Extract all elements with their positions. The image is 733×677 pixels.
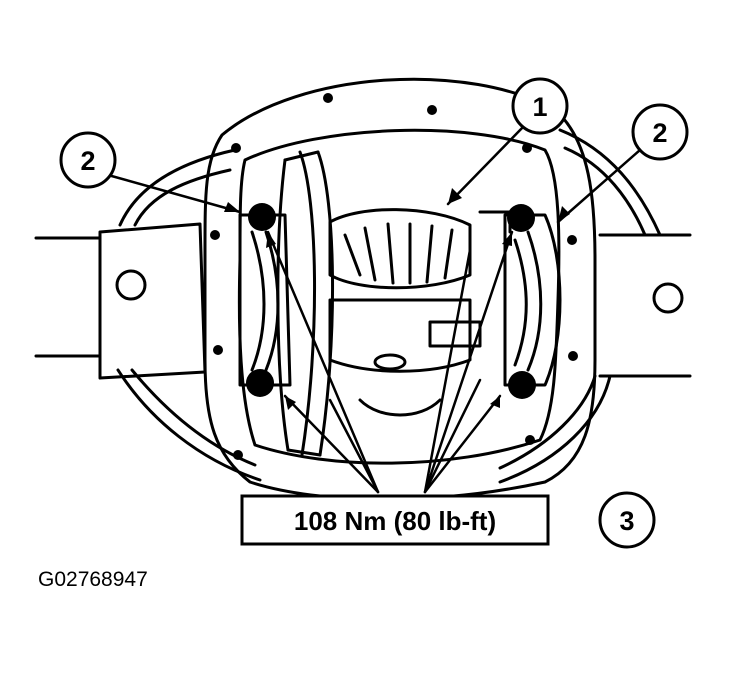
- bolt-lower-left: [246, 369, 274, 397]
- cover-bolts: [210, 93, 578, 460]
- bolt-upper-left: [248, 203, 276, 231]
- callout-2-left: 2: [59, 131, 117, 189]
- bearing-cap-left: [238, 213, 292, 387]
- bearing-cap-right: [503, 213, 562, 387]
- callout-1: 1: [511, 77, 569, 135]
- callout-2-right-label: 2: [652, 118, 667, 148]
- torque-spec-label: 108 Nm (80 lb-ft): [294, 506, 496, 536]
- differential-case: [328, 208, 512, 417]
- callout-1-label: 1: [532, 92, 547, 122]
- callout-3-label: 3: [619, 506, 634, 536]
- leader-lines: [106, 123, 642, 494]
- cover-flange: [203, 77, 597, 501]
- torque-spec-box: 108 Nm (80 lb-ft): [240, 494, 550, 546]
- figure-code: G02768947: [38, 568, 148, 591]
- bearing-cap-bolts: [246, 203, 536, 399]
- axle-tube-left: [34, 222, 207, 380]
- ring-gear: [276, 150, 334, 457]
- arrow-heads: [224, 188, 570, 410]
- housing-outer: [116, 128, 662, 484]
- bolt-lower-right: [508, 371, 536, 399]
- axle-tube-right: [598, 233, 692, 378]
- callout-2-left-label: 2: [80, 146, 95, 176]
- callout-3: 3: [598, 491, 656, 549]
- bolt-upper-right: [507, 204, 535, 232]
- callout-2-right: 2: [631, 103, 689, 161]
